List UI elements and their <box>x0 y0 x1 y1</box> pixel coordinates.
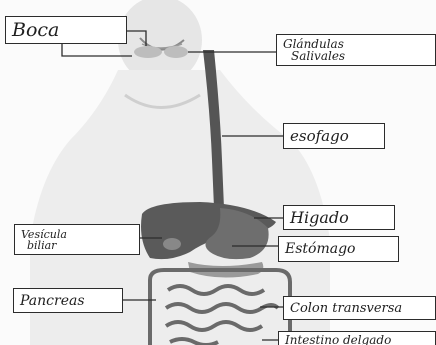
gallbladder-drawing <box>163 238 181 250</box>
label-estomago-text: Estómago <box>285 242 392 256</box>
label-pancreas: Pancreas <box>13 288 123 313</box>
label-intestino-delgado: Intestino delgado <box>278 331 436 345</box>
label-boca: Boca <box>5 16 127 44</box>
label-higado-text: Higado <box>290 210 388 226</box>
label-intestino-text: Intestino delgado <box>285 334 429 345</box>
label-estomago: Estómago <box>278 236 399 262</box>
label-vesicula-line2: biliar <box>21 240 133 251</box>
label-colon-text: Colon transversa <box>290 302 429 315</box>
label-higado: Higado <box>283 205 395 230</box>
label-boca-text: Boca <box>12 21 120 40</box>
label-colon-transversa: Colon transversa <box>283 296 436 320</box>
label-vesicula-line1: Vesícula <box>21 229 133 240</box>
label-esofago-text: esofago <box>290 129 378 144</box>
label-glandulas-salivales: Glándulas Salivales <box>276 34 436 66</box>
label-esofago: esofago <box>283 123 385 149</box>
label-glandulas-line2: Salivales <box>283 50 429 62</box>
label-vesicula-biliar: Vesícula biliar <box>14 224 140 255</box>
label-pancreas-text: Pancreas <box>20 294 116 308</box>
